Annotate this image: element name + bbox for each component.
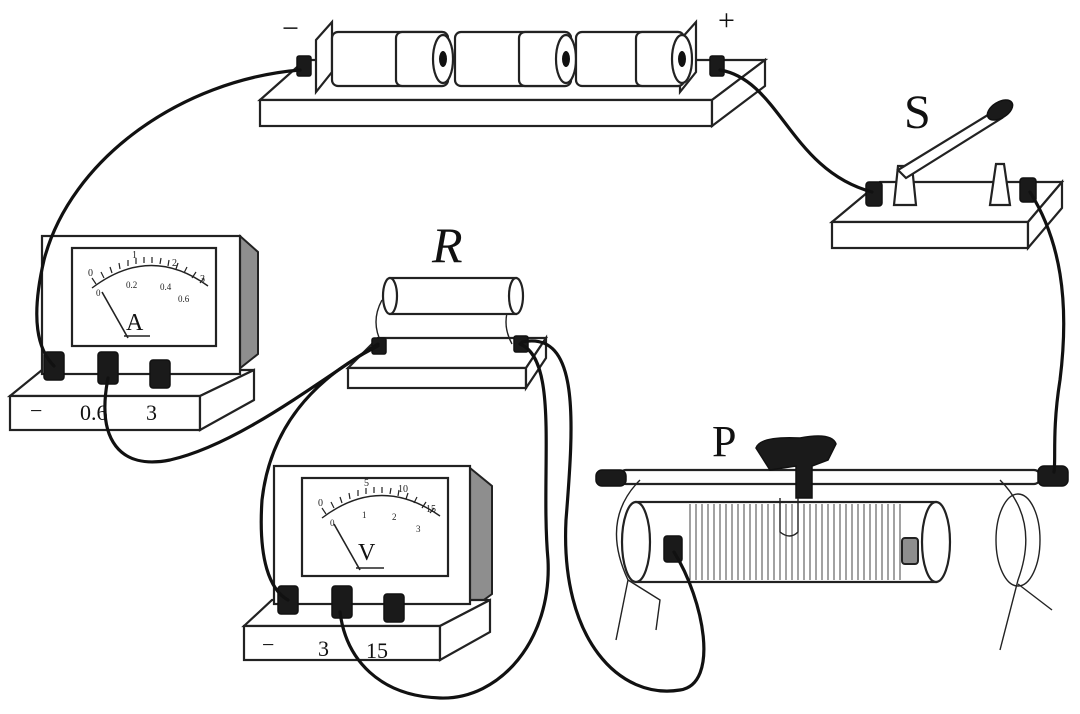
- ammeter-top-0: 0: [88, 268, 93, 279]
- ammeter-top-2: 2: [172, 258, 177, 269]
- voltmeter-bottom-2: 2: [392, 512, 397, 522]
- switch-label: S: [904, 86, 931, 139]
- battery-negative-terminal: [296, 55, 312, 77]
- wire-resistor-to-voltmeter-15: [338, 342, 550, 700]
- ammeter-terminal-3: [149, 359, 171, 389]
- battery-minus-label: −: [282, 12, 299, 45]
- voltmeter-bottom-3: 3: [416, 524, 421, 534]
- voltmeter-top-2: 10: [398, 484, 408, 495]
- voltmeter-symbol: V: [358, 540, 376, 566]
- voltmeter-bottom-1: 1: [362, 510, 367, 520]
- ammeter-label-3: 3: [146, 400, 157, 425]
- wire-switch-to-rheostat: [1028, 190, 1066, 474]
- switch-left-terminal: [865, 181, 883, 207]
- voltmeter: 0 5 10 15 0 1 2 3 V − 3 15: [241, 464, 493, 663]
- battery-positive-terminal: [709, 55, 725, 77]
- resistor-label: R: [431, 217, 463, 273]
- wire-resistor-to-rheostat: [520, 339, 706, 693]
- voltmeter-top-0: 0: [318, 498, 323, 509]
- ammeter: 0 1 2 3 0 0.2 0.4 0.6 A − 0.6 3: [6, 234, 259, 432]
- wire-resistor-to-voltmeter-neg: [259, 344, 380, 602]
- rheostat-coil-windings: [689, 504, 901, 580]
- ammeter-bottom-1: 0.2: [126, 280, 137, 290]
- slider-label: P: [712, 417, 736, 466]
- ammeter-bottom-0: 0: [96, 288, 101, 298]
- battery-plus-label: +: [718, 4, 735, 37]
- voltmeter-label-neg: −: [262, 632, 274, 657]
- ammeter-scale-ticks: [91, 257, 205, 285]
- battery-pack: − +: [257, 4, 769, 129]
- ammeter-top-3: 3: [200, 274, 205, 285]
- wires: [35, 68, 1066, 700]
- battery-cell-2: [453, 30, 578, 88]
- voltmeter-label-3: 3: [318, 636, 329, 661]
- ammeter-symbol: A: [126, 310, 144, 336]
- rheostat-slider-p: [755, 435, 837, 537]
- wire-battery-pos-to-switch: [718, 68, 874, 194]
- ammeter-top-1: 1: [132, 250, 137, 261]
- rheostat-right-coil-terminal: [901, 537, 919, 565]
- ammeter-bottom-2: 0.4: [160, 282, 172, 292]
- switch: S: [828, 86, 1065, 251]
- voltmeter-bottom-0: 0: [330, 518, 335, 528]
- rheostat-bar-left-end: [595, 469, 627, 487]
- ammeter-bottom-3: 0.6: [178, 294, 190, 304]
- ammeter-needle: [101, 291, 129, 339]
- voltmeter-label-15: 15: [366, 638, 388, 663]
- voltmeter-needle: [333, 523, 361, 571]
- resistor: R: [345, 217, 549, 392]
- voltmeter-top-1: 5: [364, 478, 369, 489]
- wire-battery-neg-to-ammeter: [35, 68, 302, 368]
- voltmeter-terminal-15: [383, 593, 405, 623]
- ammeter-label-neg: −: [30, 398, 42, 423]
- battery-cell-3: [574, 30, 694, 88]
- rheostat: P: [595, 417, 1069, 651]
- ammeter-label-0-6: 0.6: [80, 400, 108, 425]
- voltmeter-top-3: 15: [426, 504, 436, 515]
- voltmeter-scale-ticks: [321, 487, 435, 515]
- battery-cell-1: [330, 30, 455, 88]
- voltmeter-terminal-3: [331, 585, 353, 619]
